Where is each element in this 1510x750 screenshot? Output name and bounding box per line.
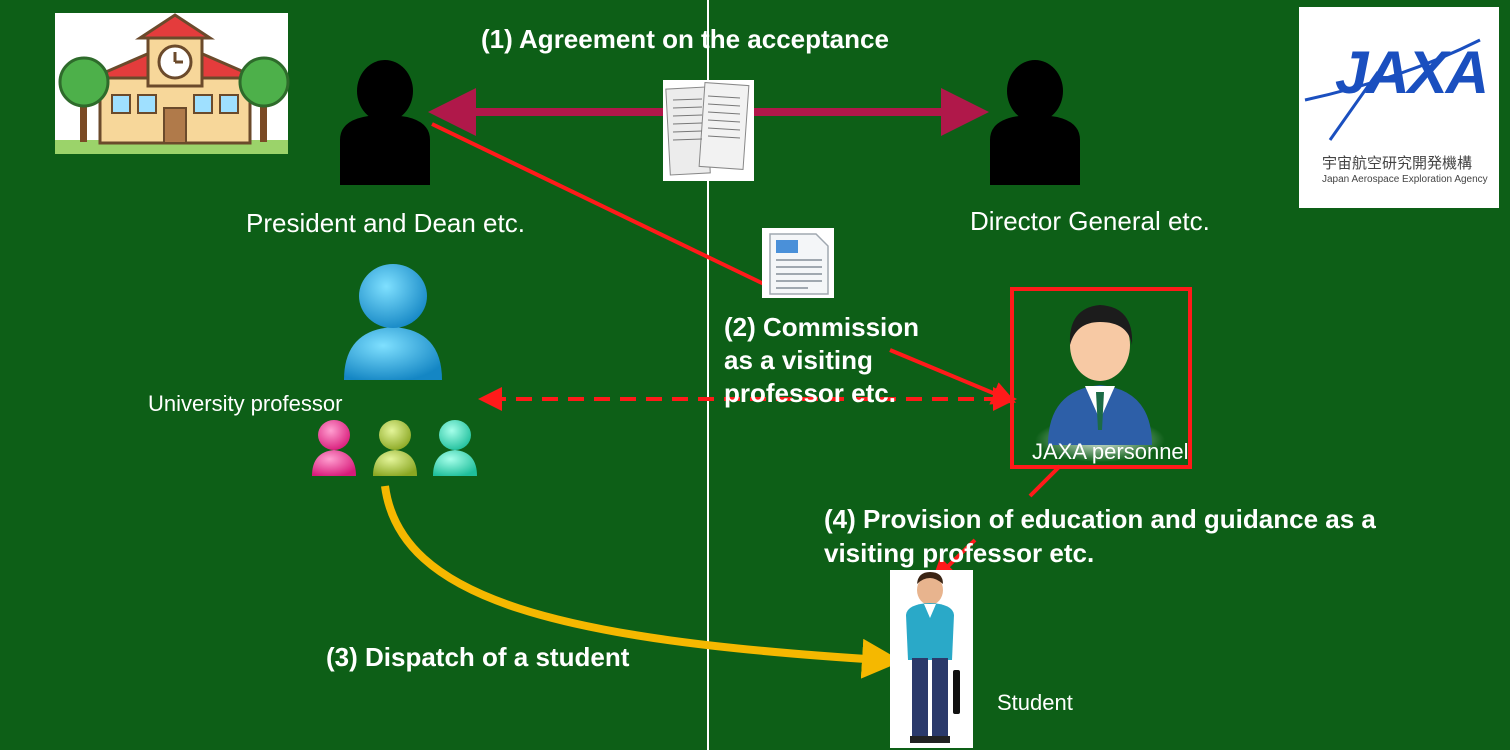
student-label: Student <box>997 690 1073 715</box>
president-label: President and Dean etc. <box>246 208 525 238</box>
jaxa-personnel-highlight-box <box>1010 287 1192 469</box>
jaxa-logo <box>1299 7 1499 208</box>
jaxa-en-name: Japan Aerospace Exploration Agency <box>1322 174 1488 185</box>
commission-line <box>431 122 769 288</box>
guidance-line-top <box>1028 464 1062 498</box>
president-person-icon <box>340 60 430 185</box>
jaxa-jp-name: 宇宙航空研究開発機構 <box>1322 155 1473 172</box>
students-group-icon <box>312 420 477 476</box>
step2-line3: professor etc. <box>724 378 896 408</box>
step2-commission-label: (2) Commission as a visiting professor e… <box>724 311 919 410</box>
step4-line1: (4) Provision of education and guidance … <box>824 504 1376 534</box>
agreement-document-icon <box>663 80 754 181</box>
student-person-icon <box>890 570 973 748</box>
step2-line2: as a visiting <box>724 345 873 375</box>
director-person-icon <box>990 60 1080 185</box>
commission-document-icon <box>762 228 834 298</box>
director-label: Director General etc. <box>970 206 1210 236</box>
dispatch-arrow <box>381 485 902 679</box>
jaxa-personnel-label: JAXA personnel <box>1032 439 1189 464</box>
university-professor-icon <box>344 264 442 380</box>
step4-line2: visiting professor etc. <box>824 538 1095 568</box>
guidance-arrow <box>931 538 977 583</box>
university-building-icon <box>55 13 290 154</box>
professor-label: University professor <box>148 391 343 416</box>
step3-dispatch-label: (3) Dispatch of a student <box>326 642 630 672</box>
jaxa-logo-text: JAXA <box>1335 39 1489 106</box>
step1-agreement-label: (1) Agreement on the acceptance <box>481 24 889 54</box>
step2-line1: (2) Commission <box>724 312 920 342</box>
jaxa-personnel-icon <box>1035 305 1165 462</box>
step4-guidance-label: (4) Provision of education and guidance … <box>824 502 1376 570</box>
